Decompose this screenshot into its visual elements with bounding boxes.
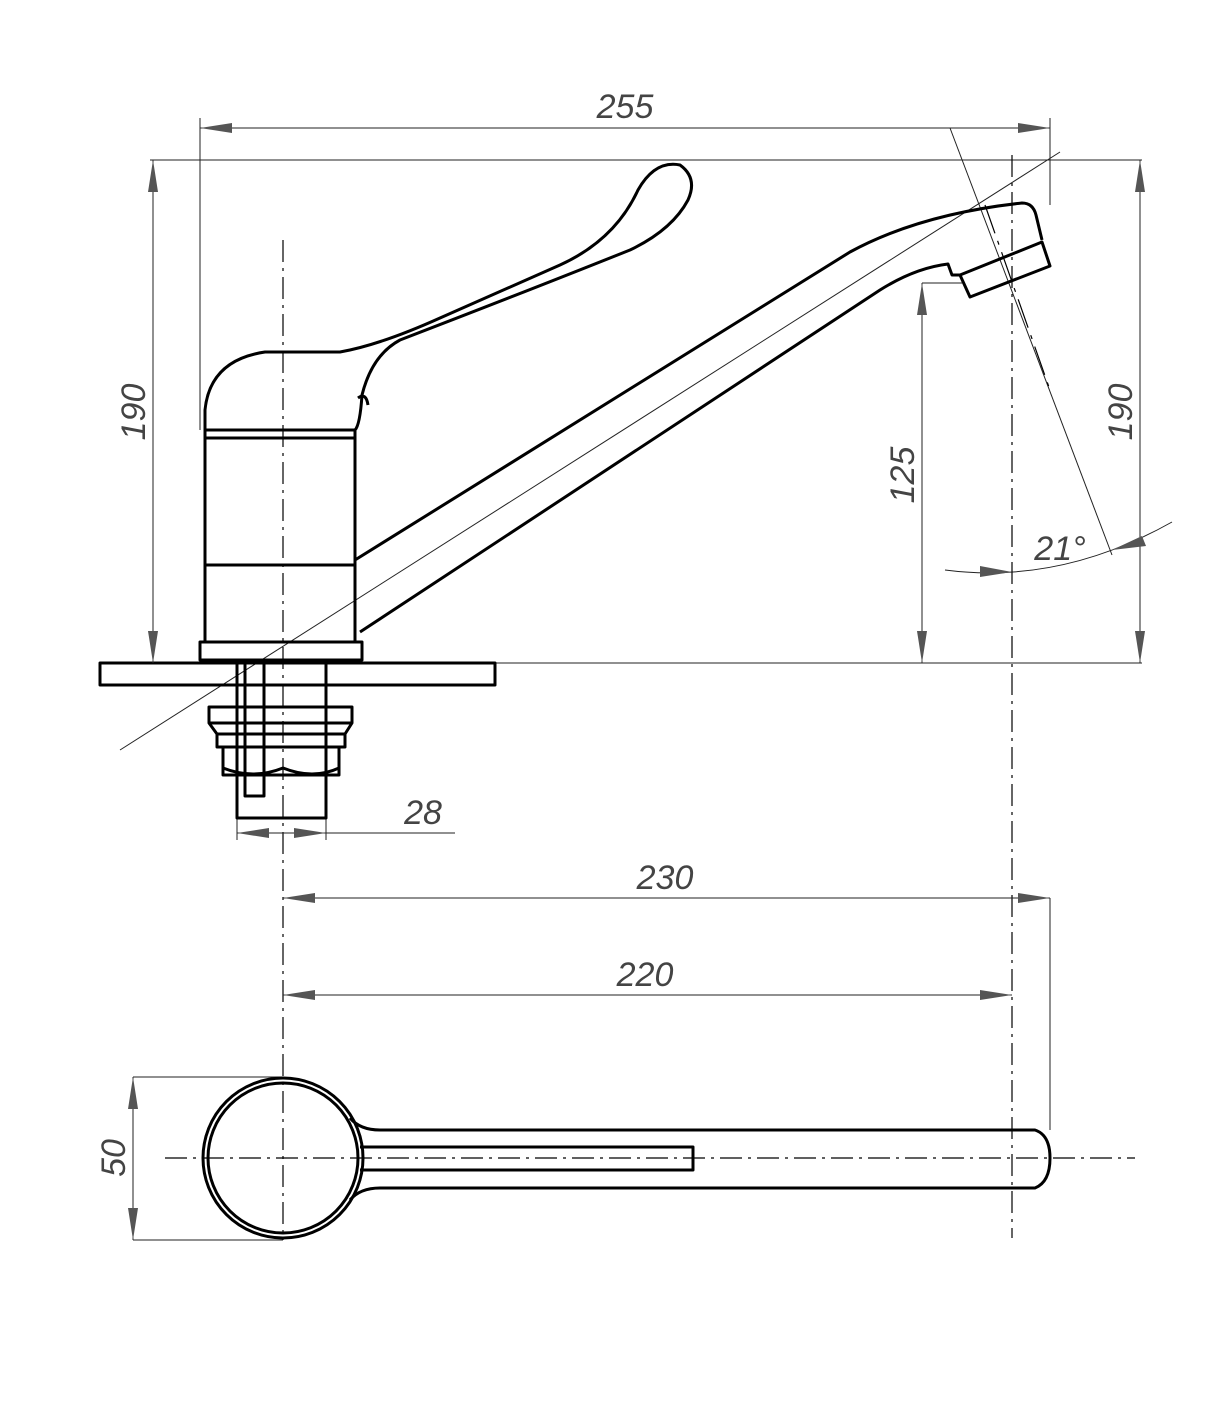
faucet-top-view <box>201 1076 1052 1240</box>
dimension-lines <box>128 123 1146 1240</box>
dim-height-right: 190 <box>1102 384 1140 441</box>
spout <box>354 201 1044 562</box>
dim-reach-axis: 220 <box>616 956 674 994</box>
dim-outlet-height: 125 <box>884 447 922 504</box>
dim-shank-diameter: 28 <box>403 794 442 832</box>
dim-reach-outer: 230 <box>636 859 694 897</box>
dim-height-left: 190 <box>115 384 153 441</box>
countertop <box>98 661 497 687</box>
dim-outlet-angle: 21° <box>1033 530 1085 568</box>
body <box>203 428 357 644</box>
faucet-side-view <box>98 162 1052 820</box>
lever-handle <box>203 162 694 432</box>
dim-overall-length: 255 <box>596 88 654 126</box>
aerator <box>958 240 1052 299</box>
lever-slot <box>360 1145 695 1172</box>
base-flange <box>198 640 364 662</box>
center-lines <box>165 155 1135 1240</box>
extension-lines <box>119 118 1173 1241</box>
dim-body-diameter: 50 <box>95 1139 133 1177</box>
